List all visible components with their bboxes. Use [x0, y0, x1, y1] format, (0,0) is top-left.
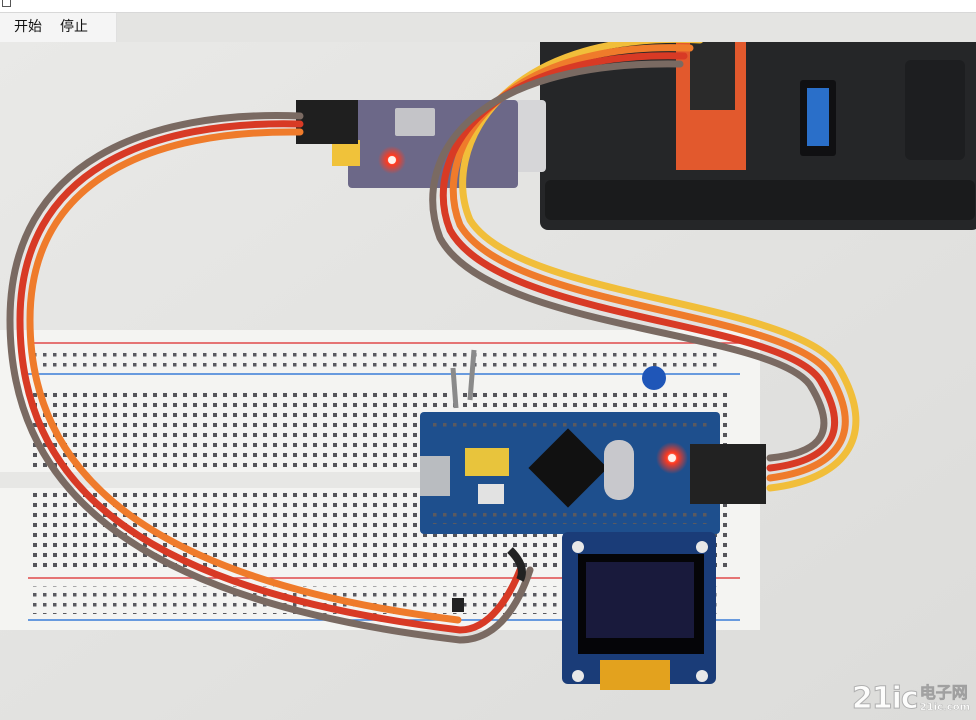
- watermark: 21ic 电子网 21ic.com: [851, 681, 971, 716]
- camera-frame-image: [0, 42, 976, 720]
- stm32-board: [420, 412, 766, 534]
- app-icon: [2, 0, 11, 7]
- watermark-logo: 21ic: [851, 681, 919, 716]
- watermark-url: 21ic.com: [919, 702, 971, 713]
- ribbon-cable: [6, 42, 860, 644]
- usb-hub: [540, 42, 976, 230]
- stop-menu-item[interactable]: 停止: [60, 19, 88, 35]
- menu-bar: 开始 停止: [0, 13, 117, 43]
- dupont-connector: [296, 100, 358, 144]
- start-menu-item[interactable]: 开始: [14, 19, 42, 35]
- window-titlebar: [0, 0, 976, 13]
- camera-video-view: [0, 42, 976, 720]
- watermark-site-name: 电子网: [919, 683, 968, 702]
- capacitor: [642, 366, 666, 390]
- oled-display: [562, 532, 716, 690]
